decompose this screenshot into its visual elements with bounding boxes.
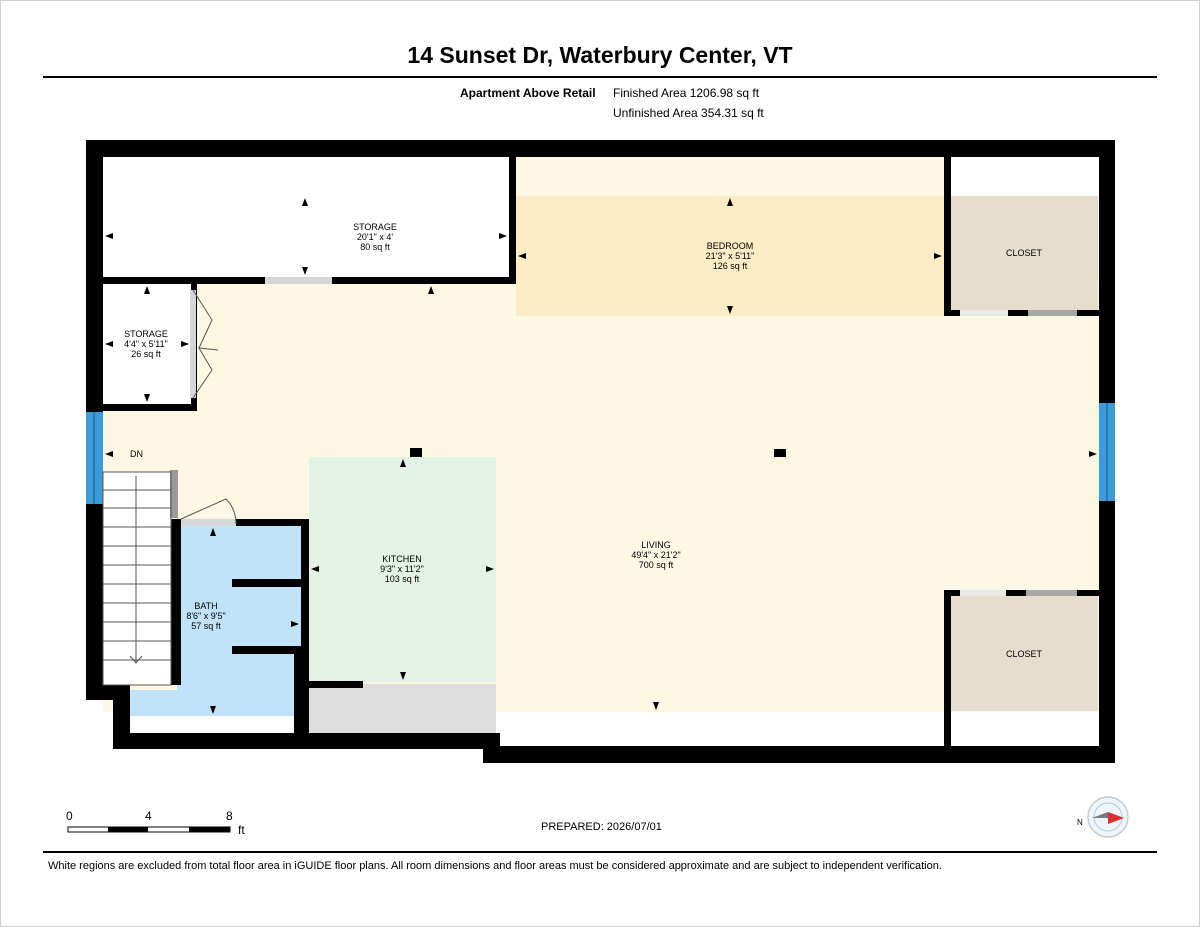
unfinished-fill [309,684,496,733]
kitchen-label: KITCHEN 9'3" x 11'2" 103 sq ft [357,554,447,584]
kitchen-dims: 9'3" x 11'2" [380,564,424,574]
bath-dims: 8'6" x 9'5" [186,611,226,621]
living-area: 700 sq ft [638,560,674,570]
stairs-fill [103,472,171,685]
stairs [102,471,172,686]
bath-fill-lower [130,690,302,716]
living-name: LIVING [641,540,671,550]
closet-top-label: CLOSET [984,248,1064,258]
doors [170,277,1077,596]
bath-fill [177,524,302,716]
storage-left-dims: 4'4" x 5'11" [124,339,168,349]
storage-top-door [265,277,332,284]
unfinished-area: Unfinished Area 354.31 sq ft [613,106,764,120]
closet-bottom-door-left [960,590,1006,596]
bedroom-area: 126 sq ft [712,261,748,271]
storage-top-dims: 20'1" x 4' [356,232,394,242]
finished-area: Finished Area 1206.98 sq ft [613,86,760,100]
scale-unit: ft [238,823,245,837]
storage-top-area: 80 sq ft [360,242,390,252]
bath-name: BATH [194,601,218,611]
bath-area: 57 sq ft [191,621,221,631]
scale-bar [67,826,231,833]
storage-left-name: STORAGE [124,329,168,339]
bifold-door-swing [192,289,219,399]
kitchen-area: 103 sq ft [384,574,420,584]
stairs-down-label: DN [130,449,143,459]
bedroom-label: BEDROOM 21'3" x 5'11" 126 sq ft [680,241,780,271]
storage-left-door [190,290,196,398]
kitchen-name: KITCHEN [382,554,422,564]
bedroom-name: BEDROOM [706,241,754,251]
bedroom-dims: 21'3" x 5'11" [705,251,755,261]
living-label: LIVING 49'4" x 21'2" 700 sq ft [606,540,706,570]
bath-door-swing [180,498,237,525]
storage-top-label: STORAGE 20'1" x 4' 80 sq ft [330,222,420,252]
header-divider [43,76,1157,78]
closet-bottom-fill [950,596,1098,711]
stair-rail [170,470,178,518]
page-title: 14 Sunset Dr, Waterbury Center, VT [407,42,793,68]
bottom-strip-fill [500,712,944,746]
closet-top-strip-fill [950,157,1098,195]
closet-top-name: CLOSET [1005,248,1042,258]
closet-top-door-right [1028,310,1077,316]
compass-north-label: N [1077,818,1083,827]
closet-top-door-left [960,310,1008,316]
bath-label: BATH 8'6" x 9'5" 57 sq ft [176,601,236,631]
bedroom-fill [516,196,946,316]
storage-top-name: STORAGE [353,222,397,232]
footer-divider [43,851,1157,853]
closet-bottom-name: CLOSET [1005,649,1042,659]
level-name: Apartment Above Retail [460,86,596,100]
storage-left-area: 26 sq ft [131,349,161,359]
living-dims: 49'4" x 21'2" [631,550,681,560]
closet-bottom-door-right [1026,590,1077,596]
prepared-date: PREPARED: 2026/07/01 [541,821,662,833]
bath-door [181,519,236,526]
dimension-markers [105,198,1097,714]
closet-bottom-label: CLOSET [984,649,1064,659]
storage-left-fill [103,284,191,404]
disclaimer-text: White regions are excluded from total fl… [48,860,942,872]
kitchen-fill [309,457,496,682]
scale-tick-0: 0 [66,809,73,823]
closet-bottom-strip-fill [950,712,1098,746]
storage-top-fill [103,157,509,277]
scale-tick-8: 8 [226,809,233,823]
scale-tick-4: 4 [145,809,152,823]
exterior-walls [86,140,1115,763]
closet-top-fill [950,196,1098,311]
storage-left-label: STORAGE 4'4" x 5'11" 26 sq ft [111,329,181,359]
compass-rose [1087,796,1129,838]
